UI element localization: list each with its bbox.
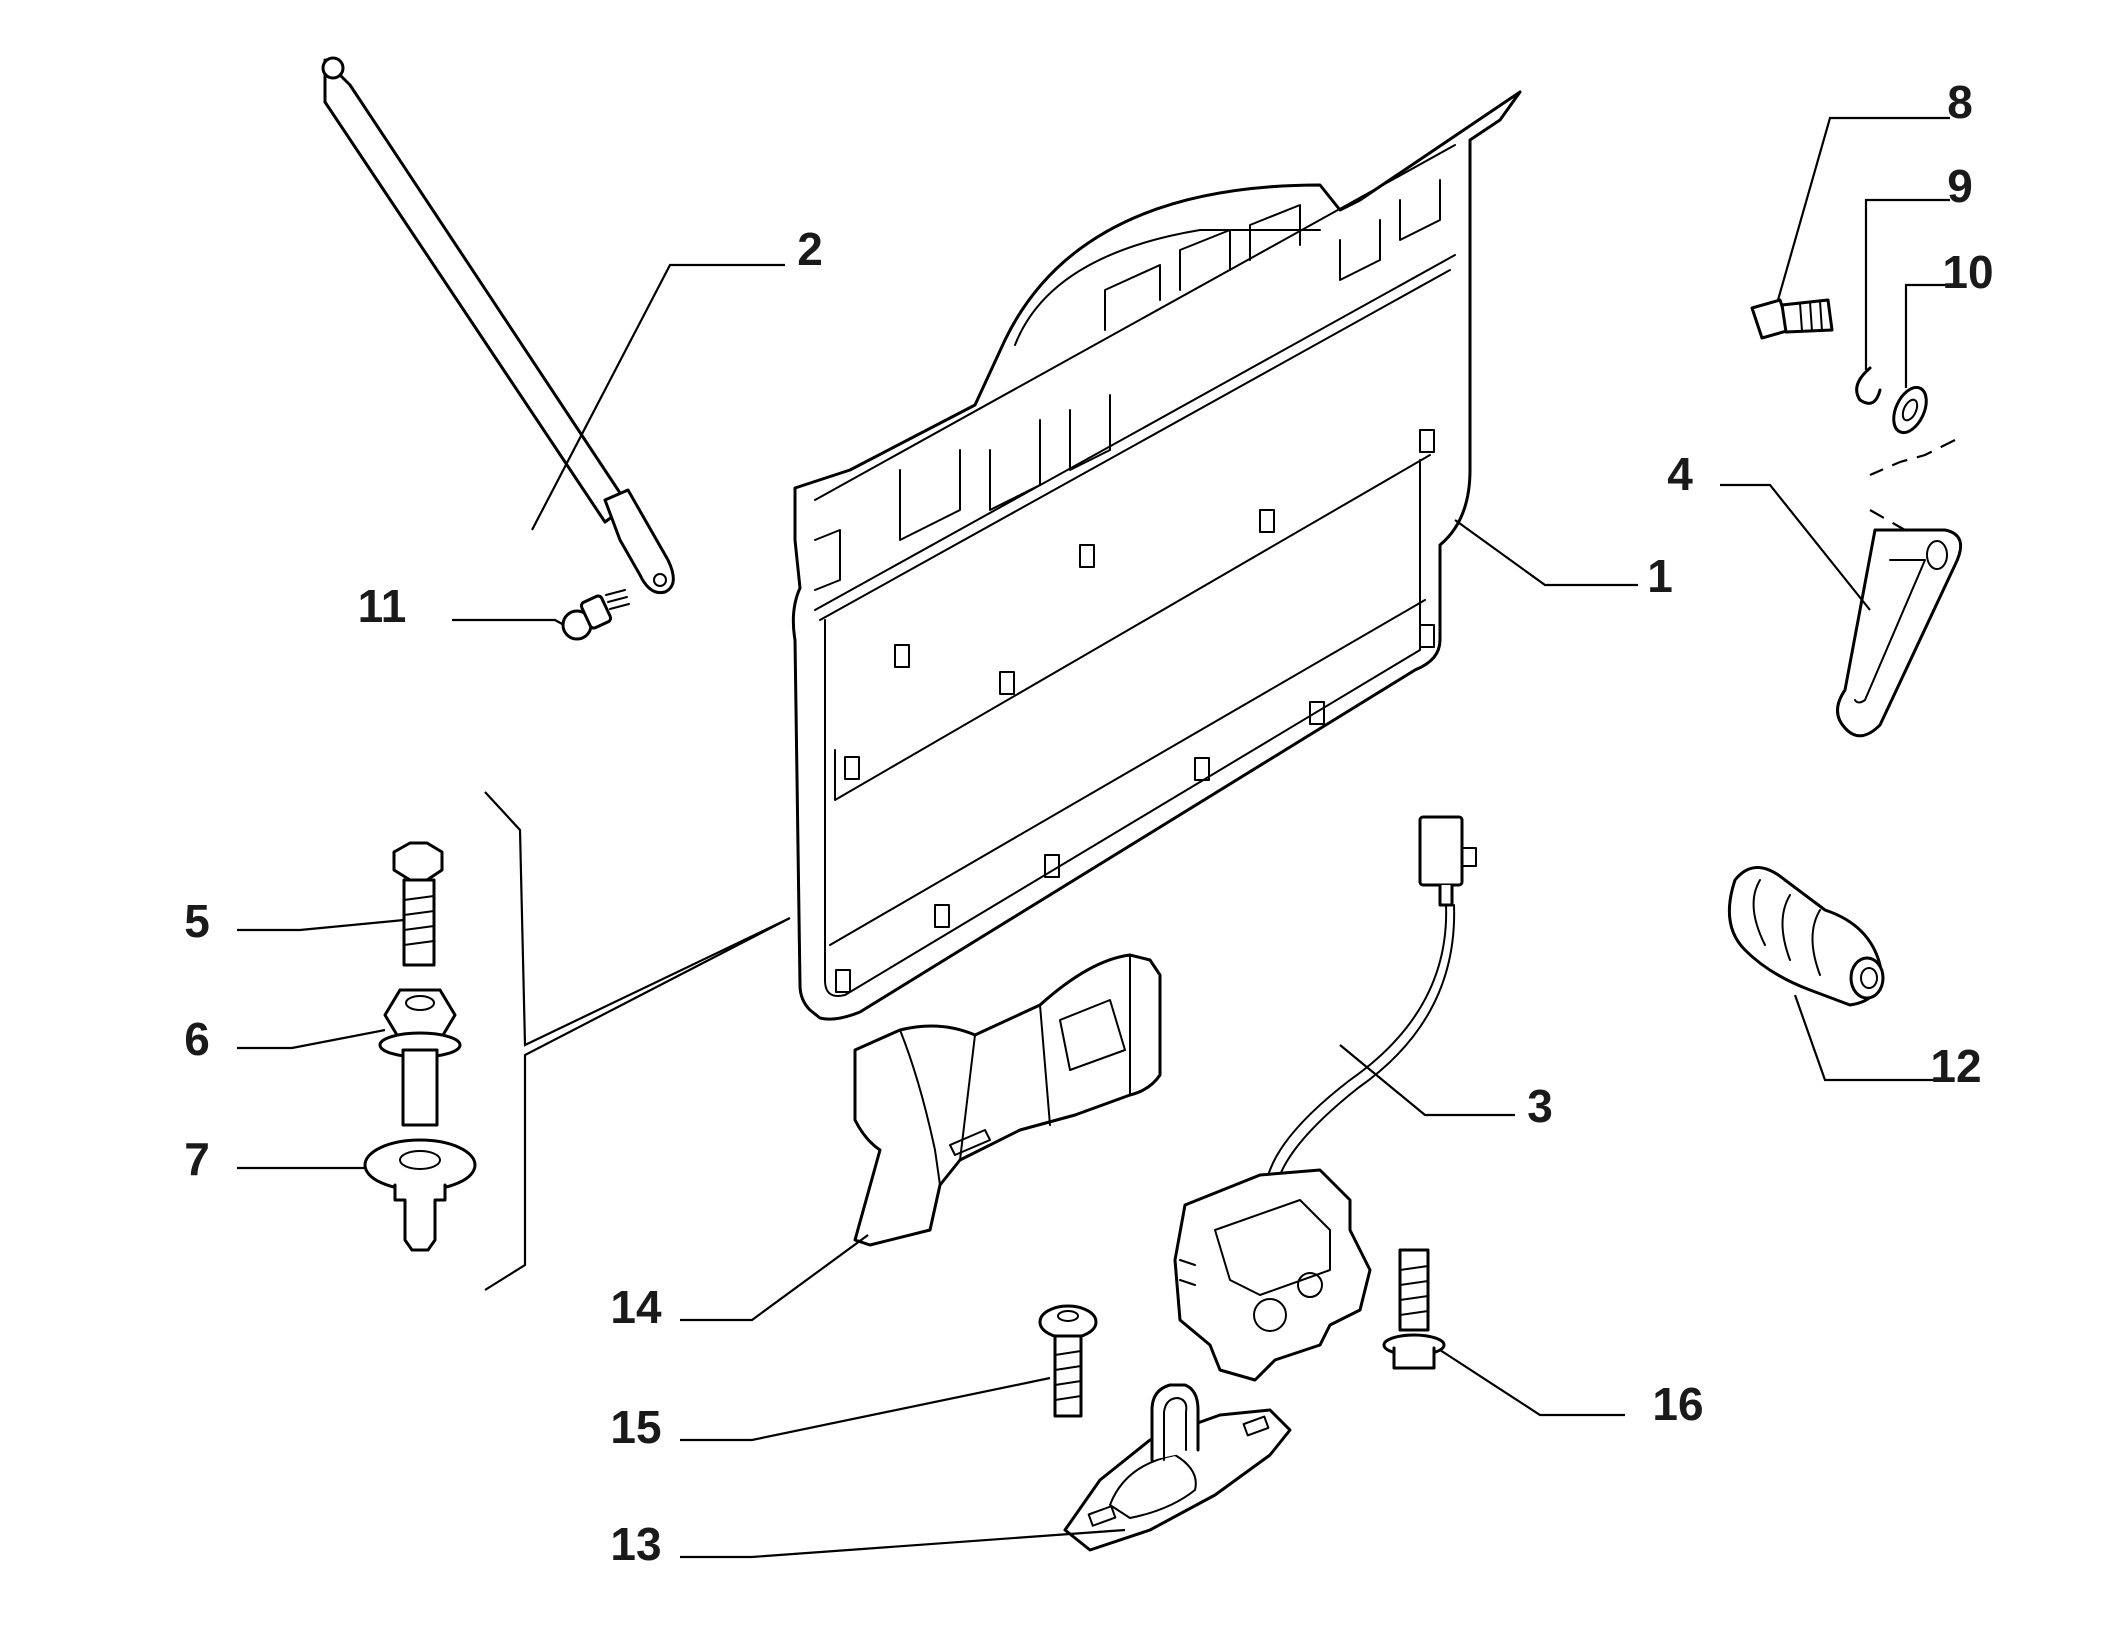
- callout-12: 12: [1930, 1040, 1981, 1092]
- callout-1: 1: [1647, 550, 1673, 602]
- part-13-striker-plate: [1063, 1383, 1292, 1552]
- part-5-hex-bolt: [392, 841, 444, 967]
- callout-7: 7: [184, 1133, 210, 1185]
- part-9-spring-washer: [1855, 366, 1882, 405]
- part-1-door-panel: [791, 90, 1522, 1021]
- part-8-bolt: [1750, 298, 1834, 340]
- callout-9: 9: [1947, 160, 1973, 212]
- part-12-rubber-bumper: [1727, 866, 1885, 1007]
- callout-2: 2: [797, 223, 823, 275]
- callout-4: 4: [1667, 448, 1693, 500]
- callout-10: 10: [1942, 246, 1993, 298]
- part-14-handle-bracket: [853, 953, 1162, 1247]
- part-16-flange-bolt: [1382, 1248, 1446, 1370]
- callout-5: 5: [184, 895, 210, 947]
- callout-3: 3: [1527, 1080, 1553, 1132]
- callout-16: 16: [1652, 1378, 1703, 1430]
- callout-13: 13: [610, 1518, 661, 1570]
- part-2-gas-strut: [321, 56, 675, 595]
- callout-11: 11: [358, 580, 407, 632]
- callout-8: 8: [1947, 76, 1973, 128]
- callout-15: 15: [610, 1401, 661, 1453]
- callout-6: 6: [184, 1013, 210, 1065]
- part-11-ball-stud: [561, 589, 630, 641]
- part-6-flange-bolt: [378, 988, 462, 1127]
- part-4-bracket-cover: [1836, 528, 1963, 738]
- callout-labels: 1 2 3 4 5 6 7 8 9 10 11 12 13 14 15 16: [184, 76, 1993, 1570]
- part-7-push-clip: [363, 1138, 477, 1252]
- leader-lines: [237, 116, 1956, 1559]
- part-3-latch: [1173, 815, 1477, 1382]
- callout-14: 14: [610, 1281, 662, 1333]
- part-15-button-screw: [1038, 1304, 1098, 1418]
- part-10-flat-washer: [1892, 385, 1928, 435]
